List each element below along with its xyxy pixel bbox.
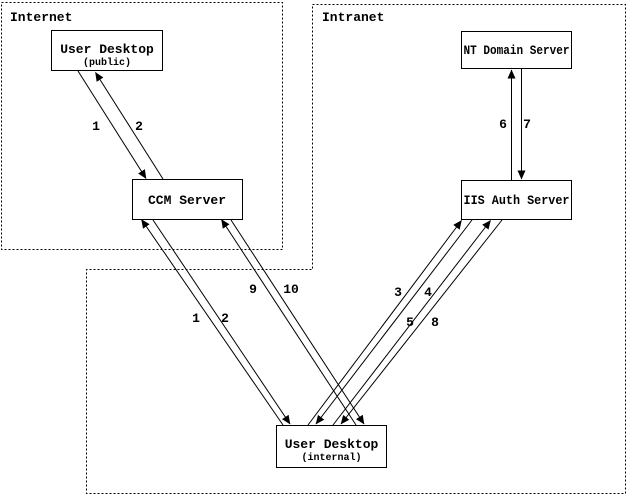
node-user-desktop-public-title: User Desktop	[60, 42, 154, 57]
node-iis-auth-server: IIS Auth Server	[461, 180, 572, 220]
node-user-desktop-public-subtitle: (public)	[83, 57, 131, 69]
edge-label-7: 7	[523, 117, 531, 132]
edge-label-10: 10	[283, 282, 299, 297]
edge-internal-to-iis-3	[307, 220, 462, 426]
edge-ccm-to-internal-10	[230, 219, 365, 425]
node-iis-auth-server-title: IIS Auth Server	[464, 193, 570, 208]
edge-label-5: 5	[406, 315, 414, 330]
edge-iis-to-internal-8	[340, 219, 503, 425]
edge-label-2-internal: 2	[221, 311, 229, 326]
edge-label-9: 9	[249, 282, 257, 297]
node-nt-domain-server-title: NT Domain Server	[464, 43, 570, 58]
node-user-desktop-internal: User Desktop (internal)	[276, 425, 387, 468]
node-nt-domain-server-box	[461, 31, 572, 69]
node-nt-domain-server: NT Domain Server	[461, 31, 572, 69]
edge-ccm-to-internal-2	[152, 219, 291, 425]
node-user-desktop-public-box	[51, 30, 163, 71]
node-ccm-server-box	[132, 179, 243, 220]
edge-label-8: 8	[431, 315, 439, 330]
edge-ccm-to-public-2	[95, 72, 164, 180]
intranet-zone-label: Intranet	[322, 10, 384, 25]
edge-public-to-ccm-1	[77, 70, 147, 179]
edge-internal-to-ccm-1	[141, 219, 284, 426]
node-user-desktop-internal-box	[276, 425, 387, 468]
internet-zone-outline	[1, 2, 283, 250]
edge-label-1-public: 1	[92, 119, 100, 134]
edge-label-3: 3	[394, 285, 402, 300]
edge-label-4: 4	[424, 285, 432, 300]
node-user-desktop-public: User Desktop (public)	[51, 30, 163, 71]
node-user-desktop-internal-title: User Desktop	[285, 437, 379, 452]
intranet-zone-outline	[86, 4, 626, 494]
node-ccm-server-title: CCM Server	[148, 193, 226, 208]
edge-iis-to-internal-4	[315, 219, 473, 425]
edge-label-1-internal: 1	[192, 311, 200, 326]
internet-zone-label: Internet	[10, 10, 72, 25]
node-ccm-server: CCM Server	[132, 179, 243, 220]
node-iis-auth-server-box	[461, 180, 572, 220]
edge-label-2-public: 2	[135, 119, 143, 134]
edge-label-6: 6	[499, 117, 507, 132]
node-user-desktop-internal-subtitle: (internal)	[301, 452, 361, 464]
edge-internal-to-iis-5	[332, 220, 491, 426]
edge-internal-to-ccm-9	[221, 219, 357, 426]
